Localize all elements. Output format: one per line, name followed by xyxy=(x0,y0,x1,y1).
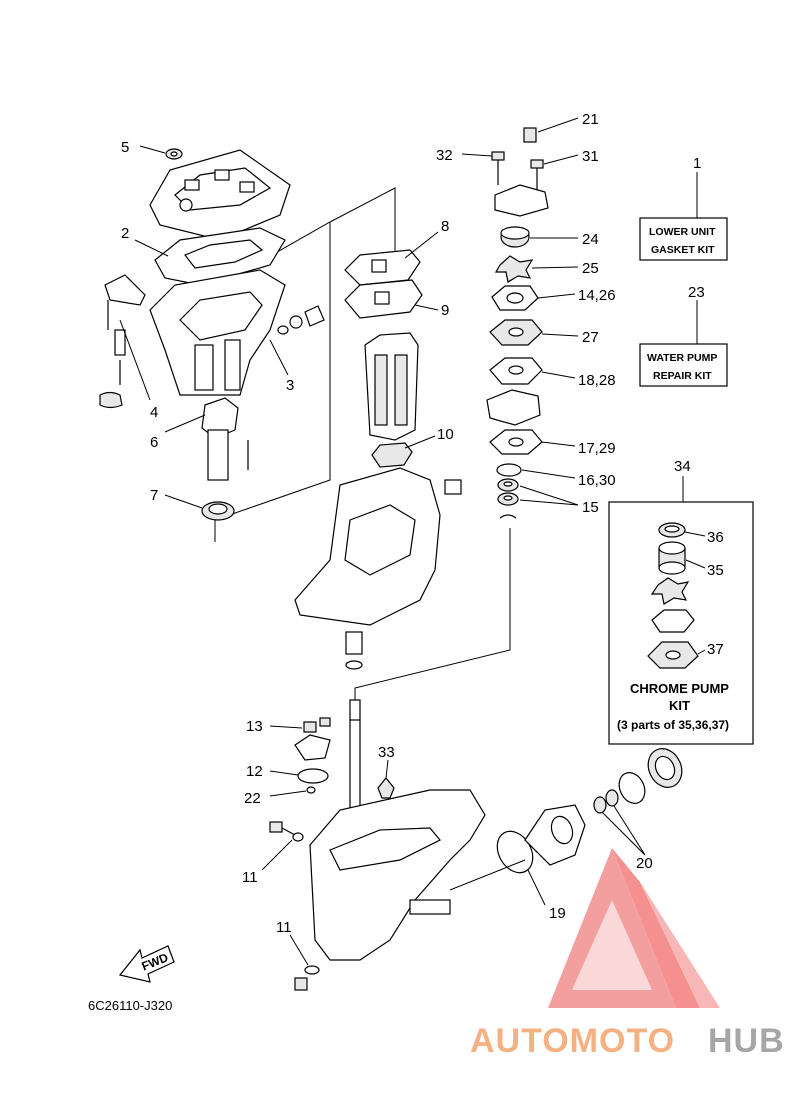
callout-37: 37 xyxy=(707,641,724,658)
pump-kit-box xyxy=(639,300,728,387)
gasket-kit-line1: LOWER UNIT xyxy=(649,226,716,238)
part-drive-shaft xyxy=(349,699,361,821)
callout-24: 24 xyxy=(582,231,599,248)
part-14-26-gasket xyxy=(491,285,576,311)
part-13-plug xyxy=(269,717,331,761)
callout-32: 32 xyxy=(436,147,453,164)
fwd-arrow-icon: FWD xyxy=(118,945,175,983)
part-18-28-gasket xyxy=(489,357,576,385)
part-9-gasket xyxy=(344,279,439,319)
callout-20: 20 xyxy=(636,855,653,872)
callout-8: 8 xyxy=(441,218,449,235)
part-32-bolt xyxy=(461,151,505,185)
part-5-washer xyxy=(139,145,183,160)
watermark-part2: HUB xyxy=(708,1022,785,1060)
callout-25: 25 xyxy=(582,260,599,277)
callout-14-26: 14,26 xyxy=(578,287,616,304)
callout-10: 10 xyxy=(437,426,454,443)
part-6-plate xyxy=(164,397,249,481)
part-27-plate xyxy=(489,319,579,346)
part-exhaust-tube xyxy=(364,332,419,441)
callout-5: 5 xyxy=(121,139,129,156)
callout-34: 34 xyxy=(674,458,691,475)
part-10-seal xyxy=(371,435,436,468)
part-15-seals xyxy=(497,478,579,519)
part-lower-case-upper xyxy=(294,467,462,626)
part-bearing-housing xyxy=(524,804,586,866)
part-24-insert xyxy=(500,226,578,248)
part-31-bolt xyxy=(530,154,579,190)
callout-13: 13 xyxy=(246,718,263,735)
part-25-impeller xyxy=(494,255,579,283)
gasket-kit-box xyxy=(639,172,728,261)
part-pinion xyxy=(345,631,363,670)
callout-18-28: 18,28 xyxy=(578,372,616,389)
part-33-cap xyxy=(377,759,395,799)
callout-11-lower: 11 xyxy=(276,919,292,936)
callout-11-upper: 11 xyxy=(242,869,258,886)
callout-2: 2 xyxy=(121,225,129,242)
callout-33: 33 xyxy=(378,744,395,761)
part-exhaust-guide xyxy=(149,149,291,241)
chrome-kit-line1: CHROME PUMP xyxy=(630,681,729,696)
callout-36: 36 xyxy=(707,529,724,546)
part-7-seal xyxy=(164,494,235,521)
boundary-left xyxy=(214,222,331,542)
chrome-kit-line3: (3 parts of 35,36,37) xyxy=(617,718,729,732)
callout-4: 4 xyxy=(150,404,158,421)
diagram-code: 6C26110-J320 xyxy=(88,998,172,1013)
part-20-seals xyxy=(593,748,683,856)
part-8-gasket xyxy=(344,231,439,286)
callout-23: 23 xyxy=(688,284,705,301)
callout-3: 3 xyxy=(286,377,294,394)
part-17-29-gasket xyxy=(489,429,576,455)
callout-12: 12 xyxy=(246,763,263,780)
watermark-part1: AUTOMOTO xyxy=(470,1022,675,1060)
part-pump-housing xyxy=(494,184,549,217)
part-11-bolt-upper xyxy=(261,821,304,871)
part-3-grommet xyxy=(269,305,325,376)
prop-shaft-line xyxy=(449,859,526,891)
callout-19: 19 xyxy=(549,905,566,922)
boundary-right xyxy=(354,528,511,700)
part-upper-casing xyxy=(149,269,286,396)
part-lower-case xyxy=(309,789,486,961)
part-12-oring xyxy=(269,768,329,784)
callout-27: 27 xyxy=(582,329,599,346)
callout-6: 6 xyxy=(150,434,158,451)
pump-kit-line2: REPAIR KIT xyxy=(653,370,712,382)
part-21-bolt xyxy=(523,117,579,143)
callout-17-29: 17,29 xyxy=(578,440,616,457)
chrome-kit-box xyxy=(608,476,754,745)
gasket-kit-line2: GASKET KIT xyxy=(651,244,715,256)
callout-9: 9 xyxy=(441,302,449,319)
callout-22: 22 xyxy=(244,790,261,807)
part-22-oring xyxy=(269,786,316,797)
part-4-bracket xyxy=(99,274,151,409)
watermark-logo xyxy=(548,848,720,1008)
part-pump-case xyxy=(486,389,541,426)
callout-15: 15 xyxy=(582,499,599,516)
callout-35: 35 xyxy=(707,562,724,579)
callout-31: 31 xyxy=(582,148,599,165)
pump-kit-line1: WATER PUMP xyxy=(647,352,717,364)
watermark-text: AUTOMOTO HUB xyxy=(470,1022,785,1060)
part-2-gasket xyxy=(134,227,286,286)
callout-1: 1 xyxy=(693,155,701,172)
callout-16-30: 16,30 xyxy=(578,472,616,489)
part-16-30-oring xyxy=(496,463,576,479)
chrome-kit-line2: KIT xyxy=(669,698,690,713)
callout-7: 7 xyxy=(150,487,158,504)
callout-21: 21 xyxy=(582,111,599,128)
part-11-bolt-lower xyxy=(289,934,320,991)
